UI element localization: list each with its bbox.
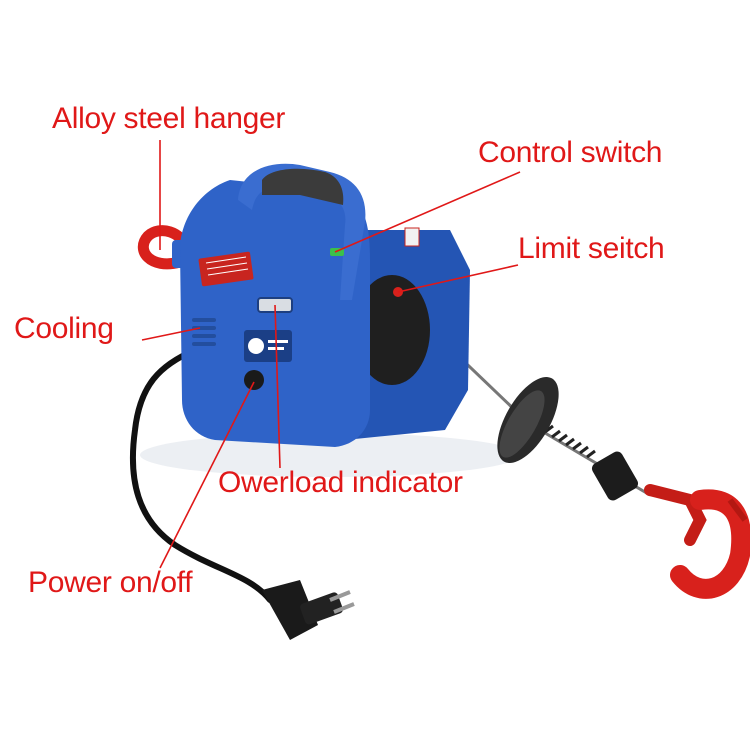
power-button [244, 370, 264, 390]
brand-badge [244, 330, 292, 362]
label-overload-indicator: Owerload indicator [218, 466, 463, 499]
label-limit-switch: Limit seitch [518, 232, 665, 265]
rope-spring [544, 424, 596, 459]
power-plug [262, 580, 355, 640]
leader-overload [274, 304, 281, 469]
leader-power [159, 381, 255, 569]
power-cord [129, 347, 273, 603]
leader-control [334, 171, 521, 253]
label-control-switch: Control switch [478, 136, 663, 169]
leader-limit [397, 264, 519, 293]
label-cooling: Cooling [14, 312, 114, 345]
rubber-stopper [591, 451, 639, 501]
info-sticker-lines [205, 256, 249, 276]
leader-lines [141, 140, 521, 569]
leader-cooling [141, 327, 201, 341]
carry-handle [238, 163, 366, 300]
rope-disc [497, 377, 559, 463]
label-power-on-off: Power on/off [28, 566, 193, 599]
floor-shadow [140, 433, 520, 477]
drum-opening [354, 275, 430, 385]
lifting-hook [644, 484, 750, 599]
label-alloy-steel-hanger: Alloy steel hanger [52, 102, 286, 135]
info-sticker [198, 251, 254, 287]
warning-sticker [404, 227, 420, 247]
